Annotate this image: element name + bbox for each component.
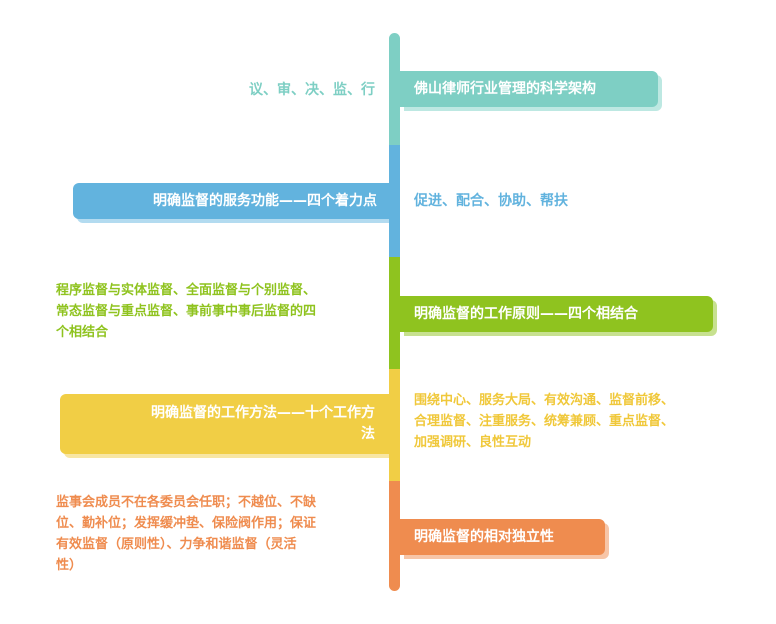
branch-5-detail-line: 性） <box>56 558 83 573</box>
branch-4-detail-line: 围绕中心、服务大局、有效沟通、监督前移、 <box>414 393 675 408</box>
branch-5-detail-line: 监事会成员不在各委员会任职；不越位、不缺 <box>56 495 317 510</box>
branch-1-detail: 议、审、决、监、行 <box>249 82 375 98</box>
branch-4-title-line: 法 <box>361 426 375 442</box>
spine-segment-blue <box>389 145 400 257</box>
branch-3-title-box: 明确监督的工作原则——四个相结合 <box>400 296 717 336</box>
branch-3-detail-line: 个相结合 <box>56 325 109 340</box>
branch-5-title: 明确监督的相对独立性 <box>414 529 554 545</box>
branch-5-detail-line: 位、勤补位；发挥缓冲垫、保险阀作用；保证 <box>56 516 317 531</box>
branch-3-title: 明确监督的工作原则——四个相结合 <box>414 306 638 322</box>
branch-4-detail-line: 合理监督、注重服务、统筹兼顾、重点监督、 <box>414 414 675 429</box>
branch-4-title-box: 明确监督的工作方法——十个工作方 法 <box>60 394 393 458</box>
spine-segment-green <box>389 257 400 369</box>
spine-segment-orange <box>389 481 400 591</box>
branch-3-detail-line: 程序监督与实体监督、全面监督与个别监督、 <box>56 283 317 298</box>
branch-5-detail: 监事会成员不在各委员会任职；不越位、不缺 位、勤补位；发挥缓冲垫、保险阀作用；保… <box>56 492 381 576</box>
branch-5-title-box: 明确监督的相对独立性 <box>400 519 609 559</box>
branch-4-detail: 围绕中心、服务大局、有效沟通、监督前移、 合理监督、注重服务、统筹兼顾、重点监督… <box>414 390 744 453</box>
branch-4-title-line: 明确监督的工作方法——十个工作方 <box>151 405 375 421</box>
branch-3-detail-line: 常态监督与重点监督、事前事中事后监督的四 <box>56 304 317 319</box>
branch-2-title: 明确监督的服务功能——四个着力点 <box>153 193 377 209</box>
branch-4-detail-line: 加强调研、良性互动 <box>414 435 532 450</box>
spine-segment-teal <box>389 33 400 145</box>
spine-segment-yellow <box>389 369 400 481</box>
branch-3-detail: 程序监督与实体监督、全面监督与个别监督、 常态监督与重点监督、事前事中事后监督的… <box>56 280 381 343</box>
branch-1-title-box: 佛山律师行业管理的科学架构 <box>400 71 662 111</box>
branch-1-title: 佛山律师行业管理的科学架构 <box>414 81 596 97</box>
branch-5-detail-line: 有效监督（原则性）、力争和谐监督（灵活 <box>56 537 297 552</box>
branch-2-detail: 促进、配合、协助、帮扶 <box>414 193 568 209</box>
branch-2-title-box: 明确监督的服务功能——四个着力点 <box>73 183 393 223</box>
